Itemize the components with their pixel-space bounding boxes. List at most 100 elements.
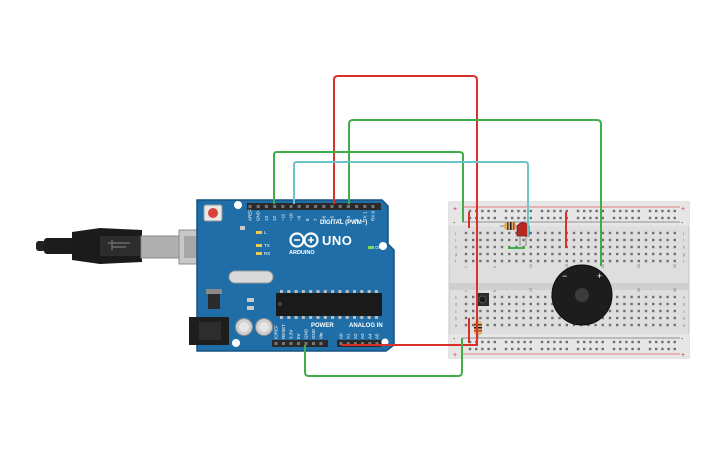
breadboard-hole[interactable] <box>659 302 662 306</box>
breadboard-hole[interactable] <box>576 209 580 213</box>
breadboard-hole[interactable] <box>673 231 676 235</box>
breadboard-hole[interactable] <box>576 347 580 351</box>
breadboard-hole[interactable] <box>616 259 619 263</box>
breadboard-hole[interactable] <box>508 295 511 299</box>
breadboard-hole[interactable] <box>652 245 655 249</box>
breadboard-hole[interactable] <box>673 309 676 313</box>
breadboard-hole[interactable] <box>659 231 662 235</box>
breadboard-hole[interactable] <box>673 295 676 299</box>
breadboard-hole[interactable] <box>587 245 590 249</box>
breadboard-hole[interactable] <box>630 238 633 242</box>
breadboard-hole[interactable] <box>583 347 586 351</box>
breadboard-hole[interactable] <box>623 302 626 306</box>
breadboard-hole[interactable] <box>558 316 561 320</box>
breadboard-hole[interactable] <box>493 238 496 242</box>
breadboard-hole[interactable] <box>529 309 532 313</box>
breadboard-hole[interactable] <box>500 252 504 256</box>
breadboard-hole[interactable] <box>464 259 468 263</box>
breadboard-hole[interactable] <box>587 231 590 235</box>
power-pin-hole[interactable] <box>274 342 278 345</box>
breadboard-hole[interactable] <box>522 259 525 263</box>
breadboard-hole[interactable] <box>655 209 658 213</box>
breadboard-hole[interactable] <box>580 245 583 249</box>
breadboard-hole[interactable] <box>616 323 619 327</box>
breadboard-hole[interactable] <box>517 216 520 220</box>
breadboard-hole[interactable] <box>637 259 640 263</box>
breadboard-hole[interactable] <box>558 252 561 256</box>
breadboard-hole[interactable] <box>565 340 568 344</box>
breadboard-hole[interactable] <box>644 238 648 242</box>
power-pin-hole[interactable] <box>289 342 293 345</box>
breadboard-hole[interactable] <box>515 295 518 299</box>
digital-pin-hole[interactable] <box>289 205 293 208</box>
breadboard-hole[interactable] <box>540 347 544 351</box>
breadboard-hole[interactable] <box>661 216 664 220</box>
breadboard-hole[interactable] <box>601 209 604 213</box>
breadboard-hole[interactable] <box>652 302 655 306</box>
digital-pin-hole[interactable] <box>248 205 252 208</box>
analog-pin-hole[interactable] <box>361 342 365 345</box>
breadboard-hole[interactable] <box>659 316 662 320</box>
breadboard-hole[interactable] <box>637 302 640 306</box>
breadboard-hole[interactable] <box>522 295 525 299</box>
breadboard-hole[interactable] <box>517 347 520 351</box>
breadboard-hole[interactable] <box>652 238 655 242</box>
analog-pin-hole[interactable] <box>346 342 350 345</box>
breadboard-hole[interactable] <box>619 347 622 351</box>
breadboard-hole[interactable] <box>511 347 514 351</box>
breadboard-hole[interactable] <box>559 209 562 213</box>
breadboard-hole[interactable] <box>493 295 496 299</box>
breadboard-hole[interactable] <box>472 259 475 263</box>
resistor[interactable] <box>500 222 520 230</box>
breadboard-hole[interactable] <box>644 259 648 263</box>
breadboard-hole[interactable] <box>553 340 556 344</box>
breadboard-hole[interactable] <box>630 245 633 249</box>
breadboard-hole[interactable] <box>623 231 626 235</box>
breadboard-hole[interactable] <box>612 347 616 351</box>
analog-header[interactable] <box>337 340 381 347</box>
breadboard-hole[interactable] <box>504 340 508 344</box>
breadboard-hole[interactable] <box>522 316 525 320</box>
breadboard-hole[interactable] <box>493 302 496 306</box>
breadboard-hole[interactable] <box>559 340 562 344</box>
breadboard-hole[interactable] <box>464 309 468 313</box>
breadboard-hole[interactable] <box>659 295 662 299</box>
breadboard-hole[interactable] <box>472 323 475 327</box>
breadboard-hole[interactable] <box>659 252 662 256</box>
breadboard-hole[interactable] <box>666 245 669 249</box>
breadboard-hole[interactable] <box>655 216 658 220</box>
breadboard-hole[interactable] <box>558 231 561 235</box>
breadboard-hole[interactable] <box>487 216 490 220</box>
breadboard-hole[interactable] <box>608 309 612 313</box>
breadboard-hole[interactable] <box>595 209 598 213</box>
breadboard-hole[interactable] <box>601 252 604 256</box>
breadboard-hole[interactable] <box>565 252 568 256</box>
breadboard-hole[interactable] <box>553 347 556 351</box>
breadboard-hole[interactable] <box>625 216 628 220</box>
breadboard-hole[interactable] <box>523 209 526 213</box>
breadboard-hole[interactable] <box>666 252 669 256</box>
breadboard-hole[interactable] <box>529 347 532 351</box>
breadboard-hole[interactable] <box>595 347 598 351</box>
digital-pin-hole[interactable] <box>330 205 334 208</box>
breadboard-hole[interactable] <box>601 245 604 249</box>
analog-pin-hole[interactable] <box>368 342 372 345</box>
breadboard-hole[interactable] <box>589 209 592 213</box>
breadboard-hole[interactable] <box>544 302 547 306</box>
breadboard-hole[interactable] <box>515 309 518 313</box>
breadboard-hole[interactable] <box>511 216 514 220</box>
digital-pin-hole[interactable] <box>346 205 350 208</box>
breadboard-hole[interactable] <box>551 259 554 263</box>
breadboard-hole[interactable] <box>631 347 634 351</box>
breadboard-hole[interactable] <box>558 245 561 249</box>
breadboard-hole[interactable] <box>630 231 633 235</box>
breadboard-hole[interactable] <box>493 316 496 320</box>
breadboard-hole[interactable] <box>601 340 604 344</box>
breadboard-hole[interactable] <box>544 295 547 299</box>
breadboard-hole[interactable] <box>487 347 490 351</box>
breadboard-hole[interactable] <box>637 216 640 220</box>
breadboard-hole[interactable] <box>666 231 669 235</box>
breadboard-hole[interactable] <box>486 259 489 263</box>
breadboard-hole[interactable] <box>529 216 532 220</box>
breadboard-hole[interactable] <box>500 259 504 263</box>
